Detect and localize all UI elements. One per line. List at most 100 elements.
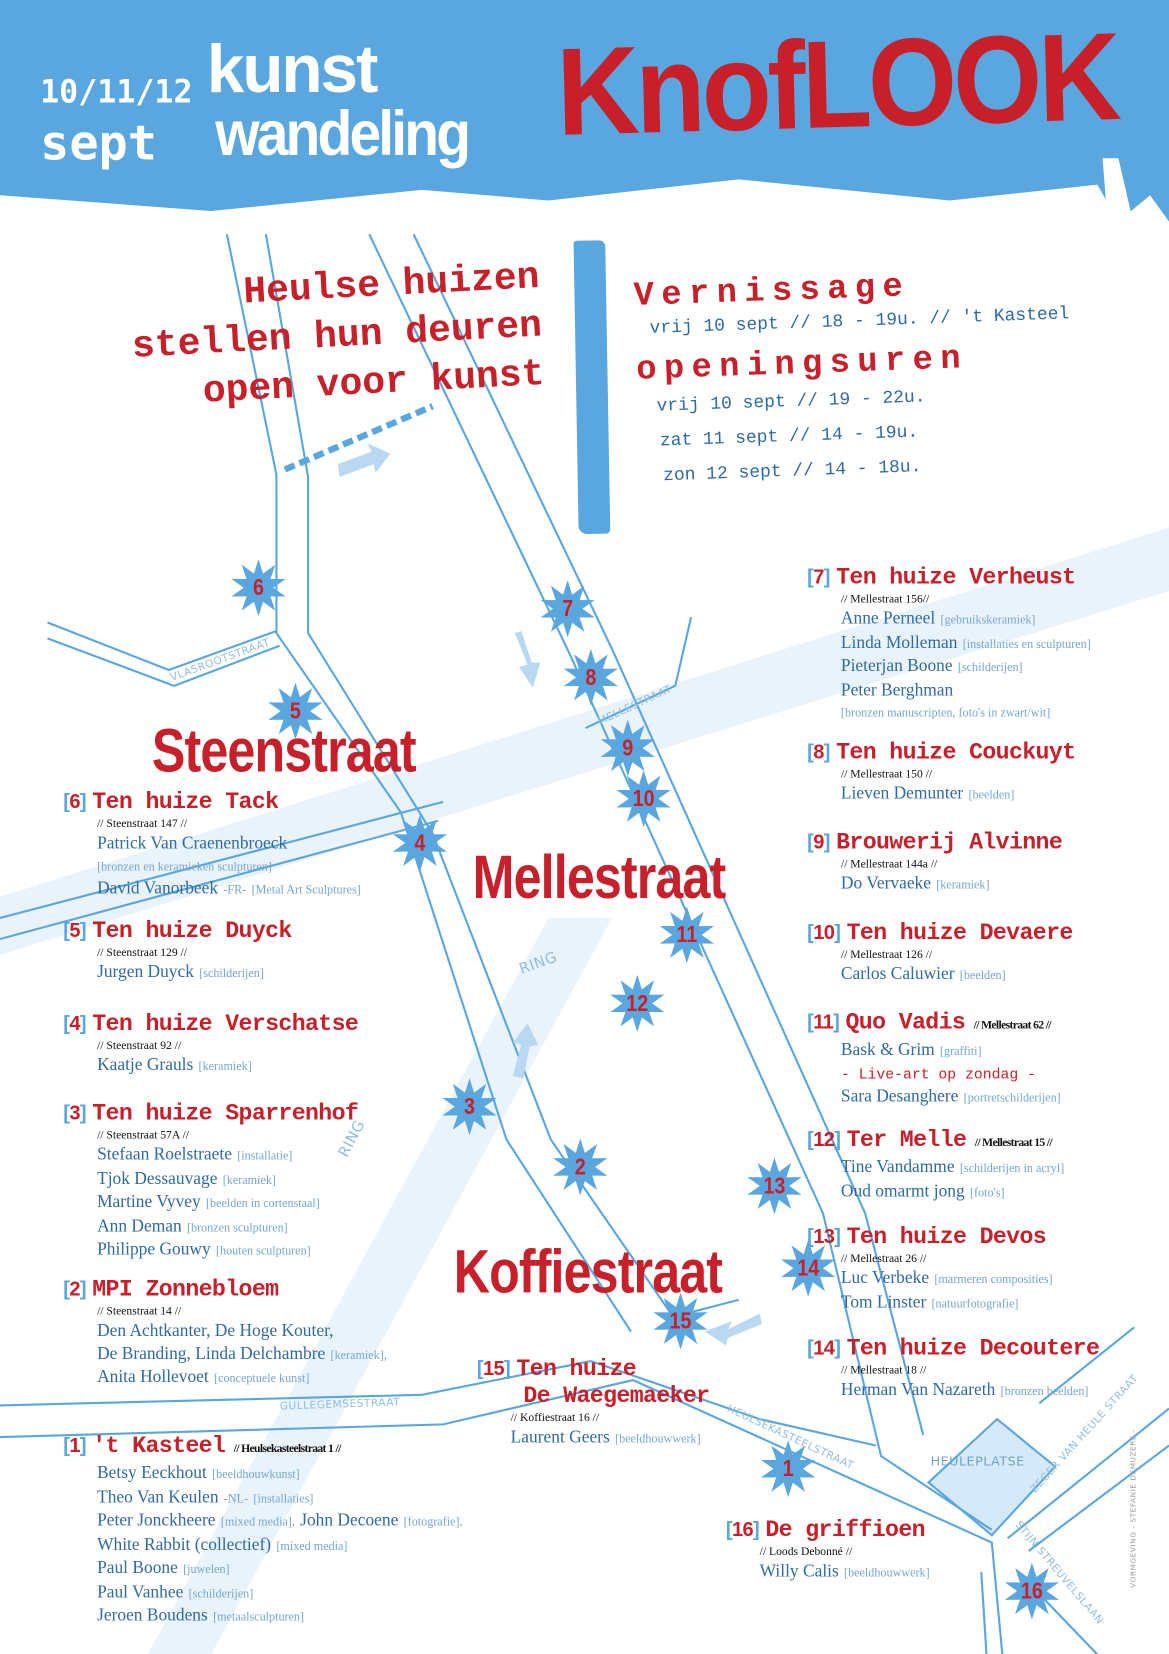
artist-line: Anita Hollevoet[conceptuele kunst] — [63, 1366, 386, 1390]
star-marker-icon — [761, 1440, 816, 1498]
artist-medium: [schilderijen in acryl] — [959, 1162, 1065, 1176]
artist-name: Herman Van Nazareth — [840, 1379, 996, 1400]
artist-medium: [portretschilderijen] — [963, 1092, 1061, 1105]
openingsuren-heading: openingsuren — [635, 338, 969, 390]
venue-address: // Steenstraat 57A // — [97, 1128, 189, 1142]
artist-medium: [beeldhouwkunst] — [212, 1468, 300, 1482]
artist-name: Tom Linster — [840, 1290, 927, 1311]
venue-name: Ten huize Couckuyt — [836, 739, 1076, 767]
street-label-koffiestraat: Koffiestraat — [453, 1237, 723, 1307]
artist-name: Betsy Eeckhout — [97, 1462, 207, 1483]
artist-name: Kaatje Grauls — [97, 1054, 194, 1075]
venue-name: Ter Melle — [846, 1126, 967, 1154]
artist-line: Peter Jonckheere[mixed media],John Decoe… — [63, 1510, 462, 1534]
artist-name: Philippe Gouwy — [97, 1238, 211, 1259]
artist-medium: [foto's] — [969, 1186, 1005, 1200]
venue-name: Ten huize Sparrenhof — [92, 1100, 359, 1127]
venue-name: 't Kasteel — [92, 1432, 226, 1460]
artist-line: Laurent Geers[beeldhouwwerk] — [477, 1426, 710, 1450]
artist-medium: [bronzen beelden] — [1000, 1385, 1089, 1399]
venue-listing: 4Ten huize Verschatse// Steenstraat 92 /… — [63, 1011, 359, 1078]
ring-road-band — [0, 527, 1169, 1654]
venue-name: Ten huize — [516, 1355, 637, 1383]
venue-number: 14 — [807, 1338, 840, 1360]
artist-line: Herman Van Nazareth [bronzen beelden] — [807, 1379, 1099, 1403]
artist-name: Peter Jonckheere — [97, 1509, 216, 1530]
venue-listing: 8Ten huize Couckuyt// Mellestraat 150 //… — [807, 739, 1076, 807]
venue-listing: 2MPI Zonnebloem// Steenstraat 14 //Den A… — [63, 1277, 386, 1390]
artist-line: Lieven Demunter[beelden] — [807, 783, 1075, 807]
artist-medium: [installaties en sculpturen] — [962, 637, 1091, 651]
map-marker-6: 6 — [229, 558, 288, 617]
artist-medium: [keramiek], — [330, 1348, 387, 1362]
artist-medium: [installaties] — [253, 1492, 314, 1506]
artist-medium: [gebruikskeramiek] — [940, 614, 1036, 627]
venue-name: De griffioen — [765, 1517, 925, 1544]
artist-line: Betsy Eeckhout [beeldhouwkunst] — [63, 1462, 462, 1486]
map-marker-8: 8 — [561, 648, 620, 707]
map-marker-13: 13 — [745, 1156, 804, 1215]
artist-line: Sara Desanghere[portretschilderijen] — [807, 1086, 1061, 1110]
star-marker-icon — [653, 1292, 708, 1350]
artist-name: Paul Boone — [97, 1557, 178, 1578]
star-marker-icon — [781, 1239, 836, 1297]
event-note: - Live-art op zondag - — [840, 1066, 1036, 1084]
venue-title-row: 6Ten huize Tack — [63, 789, 360, 816]
artist-line: Linda Molleman[installaties en sculpture… — [807, 631, 1091, 655]
venue-title-row: 1't Kasteel// Heulsekasteelstraat 1 // — [63, 1433, 462, 1463]
venue-title-row: 2MPI Zonnebloem — [63, 1277, 386, 1304]
blue-brush-stroke — [573, 240, 611, 535]
artist-line: [bronzen manuscripten, foto's in zwart/w… — [807, 702, 1091, 725]
venue-listing: 12Ter Melle// Mellestraat 15 //Tine Vand… — [807, 1127, 1064, 1204]
marker-number: 9 — [622, 734, 634, 761]
artist-name: Luc Verbeke — [840, 1267, 930, 1288]
venue-address: // Mellestraat 156// — [840, 592, 930, 606]
venue-address: // Mellestraat 26 // — [840, 1252, 927, 1266]
artist-name: Oud omarmt jong — [840, 1180, 965, 1201]
artist-name: White Rabbit (collectief) — [97, 1533, 272, 1554]
map-marker-12: 12 — [608, 974, 667, 1033]
marker-number: 2 — [574, 1153, 586, 1180]
artist-name: Theo Van Keulen — [97, 1486, 219, 1507]
venue-listing: 5Ten huize Duyck// Steenstraat 129 //Jur… — [63, 918, 292, 985]
venue-number: 12 — [807, 1129, 840, 1151]
artist-line: - Live-art op zondag - — [807, 1063, 1061, 1086]
venue-name: Brouwerij Alvinne — [836, 829, 1063, 856]
artist-name: Carlos Caluwier — [840, 963, 955, 984]
artist-line: Tom Linster[natuurfotografie] — [807, 1291, 1052, 1315]
venue-name: Ten huize Devaere — [846, 920, 1074, 947]
artist-line: Oud omarmt jong [foto's] — [807, 1180, 1064, 1204]
venue-address: // Steenstraat 92 // — [97, 1039, 182, 1052]
marker-number: 10 — [632, 784, 655, 812]
artist-medium: [graffiti] — [940, 1045, 982, 1059]
artist-line: Theo Van Keulen-NL-[installaties] — [63, 1486, 462, 1510]
artist-medium: [marmeren composities] — [934, 1273, 1053, 1287]
marker-number: 12 — [626, 989, 649, 1017]
venue-listing: 10Ten huize Devaere// Mellestraat 126 //… — [807, 920, 1073, 987]
artist-line: Patrick Van Craenenbroeck — [63, 832, 360, 855]
artist-name: Jurgen Duyck — [97, 961, 194, 982]
marker-number: 11 — [676, 921, 698, 948]
map-marker-2: 2 — [551, 1137, 610, 1196]
artist-line: Kaatje Grauls[keramiek] — [63, 1054, 358, 1078]
star-marker-icon — [553, 1138, 608, 1196]
artist-line: Tjok Dessauvage[keramiek] — [63, 1167, 358, 1191]
artist-line: Peter Berghman — [807, 679, 1091, 702]
artist-medium: [beelden in cortenstaal] — [205, 1197, 320, 1211]
star-marker-icon — [616, 770, 671, 828]
map-marker-7: 7 — [538, 579, 597, 638]
venue-address: // Koffiestraat 16 // — [510, 1411, 600, 1425]
artist-medium: [juwelen] — [183, 1563, 230, 1577]
artist-line: Den Achtkanter, De Hoge Kouter, — [63, 1320, 386, 1343]
star-marker-icon — [231, 559, 286, 617]
artist-medium: [bronzen sculpturen] — [186, 1221, 288, 1234]
marker-number: 14 — [797, 1254, 820, 1281]
venue-title-row: 3Ten huize Sparrenhof — [63, 1100, 359, 1127]
venue-title-row: 11Quo Vadis// Mellestraat 62 // — [807, 1010, 1061, 1040]
artist-name: Paul Vanhee — [97, 1581, 184, 1602]
venue-listing: 13Ten huize Devos// Mellestraat 26 //Luc… — [807, 1224, 1052, 1315]
marker-number: 15 — [669, 1307, 692, 1334]
artist-medium: [conceptuele kunst] — [214, 1372, 310, 1386]
venue-number: 1 — [63, 1435, 86, 1457]
